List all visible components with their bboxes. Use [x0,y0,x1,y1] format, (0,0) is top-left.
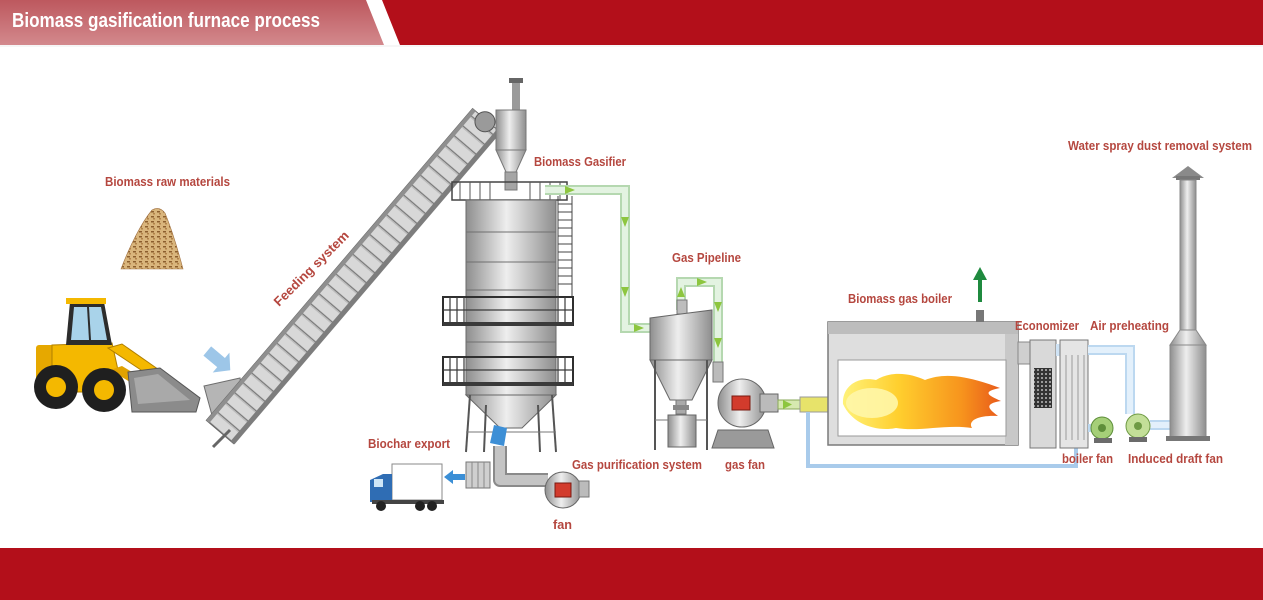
label-biochar-export: Biochar export [368,436,451,451]
footer-bar [0,548,1263,600]
flow-arrow-icon [634,324,644,332]
exhaust-arrow-icon [973,267,987,280]
flue-duct [1088,345,1172,432]
label-biomass-gas-boiler: Biomass gas boiler [848,291,952,306]
flow-arrow-icon [714,338,722,348]
biomass-gasifier [442,78,574,453]
label-water-spray-dust-removal: Water spray dust removal system [1068,138,1252,153]
gas-pipeline [545,185,723,364]
header-bar: Biomass gasification furnace process [0,0,1263,45]
export-arrow-icon [444,470,465,484]
label-biomass-raw-materials: Biomass raw materials [105,174,230,189]
burner-feed-pipe [777,396,831,413]
flow-arrow-icon [677,287,685,297]
flow-arrow-icon [565,186,575,194]
induced-draft-fan [1125,413,1151,442]
flow-arrow-icon [783,400,792,409]
flow-arrow-icon [621,217,629,227]
truck-icon [370,463,444,511]
biomass-gas-boiler [827,267,1019,446]
header-title-tab [0,0,384,45]
economizer [1017,339,1057,449]
gas-purification-cyclone [649,299,713,450]
label-gas-fan: gas fan [725,457,765,472]
label-biomass-gasifier: Biomass Gasifier [534,154,626,169]
label-economizer: Economizer [1015,318,1079,333]
flow-arrow-icon [697,278,707,286]
biochar-fan [544,471,590,509]
flow-arrow-icon [714,302,722,312]
label-boiler-fan: boiler fan [1062,451,1113,466]
page-title: Biomass gasification furnace process [12,10,320,32]
feeding-conveyor [203,107,501,449]
wheel-loader [34,298,201,413]
feed-arrow-icon [203,346,231,373]
biochar-discharge [465,446,548,489]
label-gas-purification-system: Gas purification system [572,457,702,472]
label-gas-pipeline: Gas Pipeline [672,250,741,265]
flow-arrow-icon [621,287,629,297]
combustion-air-line [806,412,1078,468]
air-preheater [1056,339,1089,449]
water-spray-tower [1166,166,1210,441]
boiler-fan [1090,416,1114,443]
label-air-preheating: Air preheating [1090,318,1169,333]
label-induced-draft-fan: Induced draft fan [1128,451,1223,466]
biomass-pile [120,208,184,270]
gas-fan [711,361,779,449]
label-fan: fan [553,517,572,532]
